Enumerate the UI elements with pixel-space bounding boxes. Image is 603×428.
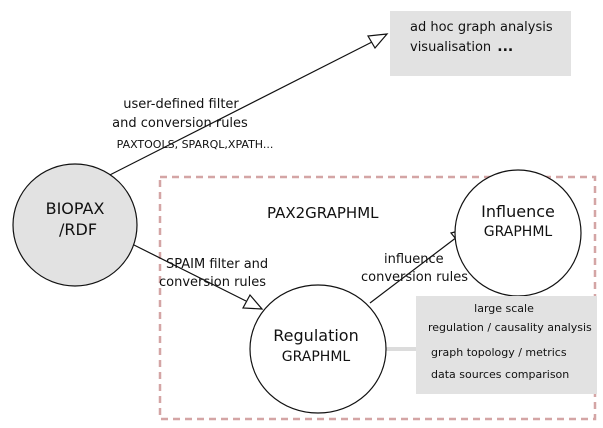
- analysis-line3: graph topology / metrics: [431, 346, 567, 359]
- adhoc-edge-label-line3: PAXTOOLS, SPARQL,XPATH...: [116, 138, 274, 151]
- analysis-line4: data sources comparison: [431, 368, 570, 381]
- biopax-node: [12, 163, 138, 287]
- influence-label-line1: Influence: [481, 202, 555, 221]
- analysis-line1: large scale: [474, 302, 534, 315]
- arrow-biopax-to-adhoc: [93, 41, 373, 184]
- regulation-label-line2: GRAPHML: [281, 349, 351, 365]
- analysis-line2: regulation / causality analysis: [428, 321, 592, 334]
- regulation-label-line1: Regulation: [273, 326, 359, 345]
- spaim-edge-label-line2: conversion rules: [159, 275, 267, 290]
- arrowhead-adhoc: [367, 33, 389, 50]
- biopax-label-line2: /RDF: [58, 220, 98, 239]
- adhoc-box-ellipsis: ...: [497, 39, 514, 55]
- adhoc-box-line2: visualisation ...: [410, 40, 513, 54]
- regulation-node: [249, 284, 387, 414]
- adhoc-edge-label-line2: and conversion rules: [112, 116, 248, 131]
- arrow-regulation-to-influence: [369, 236, 458, 304]
- arrowhead-regulation: [242, 293, 264, 310]
- influence-label-line2: GRAPHML: [483, 224, 553, 240]
- adhoc-edge-label-line1: user-defined filter: [123, 97, 239, 112]
- spaim-edge-label-line1: SPAIM filter and: [166, 257, 269, 272]
- arrow-biopax-to-regulation: [129, 242, 247, 302]
- influence-edge-label-line1: influence: [384, 252, 444, 267]
- region-title: PAX2GRAPHML: [267, 204, 379, 222]
- analysis-box: [416, 296, 597, 394]
- biopax-label-line1: BIOPAX: [45, 199, 105, 218]
- adhoc-analysis-box: [390, 11, 571, 76]
- adhoc-box-line1: ad hoc graph analysis: [410, 20, 553, 35]
- influence-edge-label-line2: conversion rules: [361, 270, 469, 285]
- adhoc-box-line2-text: visualisation: [410, 40, 492, 55]
